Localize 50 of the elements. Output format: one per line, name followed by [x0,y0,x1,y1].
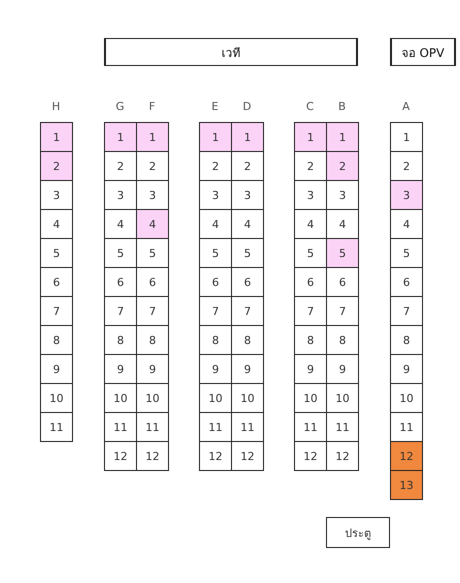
seat-cell: 12 [326,441,359,471]
seat-cell: 2 [390,151,423,181]
seat-cell: 6 [390,267,423,297]
seat-cell: 1 [294,122,327,152]
stage-box: เวที [104,38,358,66]
seat-cell: 4 [40,209,73,239]
seat-cell: 6 [40,267,73,297]
seat-cell: 1 [136,122,169,152]
seat-cell: 12 [294,441,327,471]
seat-cell: 3 [40,180,73,210]
seat-cell: 9 [40,354,73,384]
column-letter: G [114,100,126,113]
column-letter: D [242,100,252,113]
seat-cell: 4 [390,209,423,239]
seat-cell: 1 [104,122,137,152]
seat-cell: 12 [104,441,137,471]
seat-cell: 9 [390,354,423,384]
seat-cell: 11 [40,412,73,442]
seat-cell: 12 [199,441,232,471]
column-letter: F [148,100,156,113]
seat-cell: 5 [326,238,359,268]
seat-cell: 8 [390,325,423,355]
seat-cell: 5 [40,238,73,268]
seat-cell: 12 [390,441,423,471]
column-letter: A [401,100,411,113]
seat-cell: 5 [390,238,423,268]
door-box: ประตู [326,517,390,548]
seat-cell: 3 [390,180,423,210]
column-letter: H [50,100,62,113]
seat-cell: 1 [231,122,264,152]
column-letter: E [210,100,220,113]
seat-cell: 1 [326,122,359,152]
seat-cell: 11 [390,412,423,442]
seat-cell: 7 [40,296,73,326]
seat-cell: 7 [390,296,423,326]
seat-cell: 10 [390,383,423,413]
column-letter: B [337,100,347,113]
seat-cell: 2 [326,151,359,181]
seat-cell: 8 [40,325,73,355]
seat-cell: 12 [231,441,264,471]
seat-cell: 1 [199,122,232,152]
column-letter: C [305,100,315,113]
seat-cell: 1 [40,122,73,152]
screen-box: จอ OPV [390,38,456,66]
seat-cell: 1 [390,122,423,152]
seat-cell: 4 [136,209,169,239]
seat-cell: 13 [390,470,423,500]
seat-cell: 2 [40,151,73,181]
seat-cell: 10 [40,383,73,413]
seat-cell: 12 [136,441,169,471]
